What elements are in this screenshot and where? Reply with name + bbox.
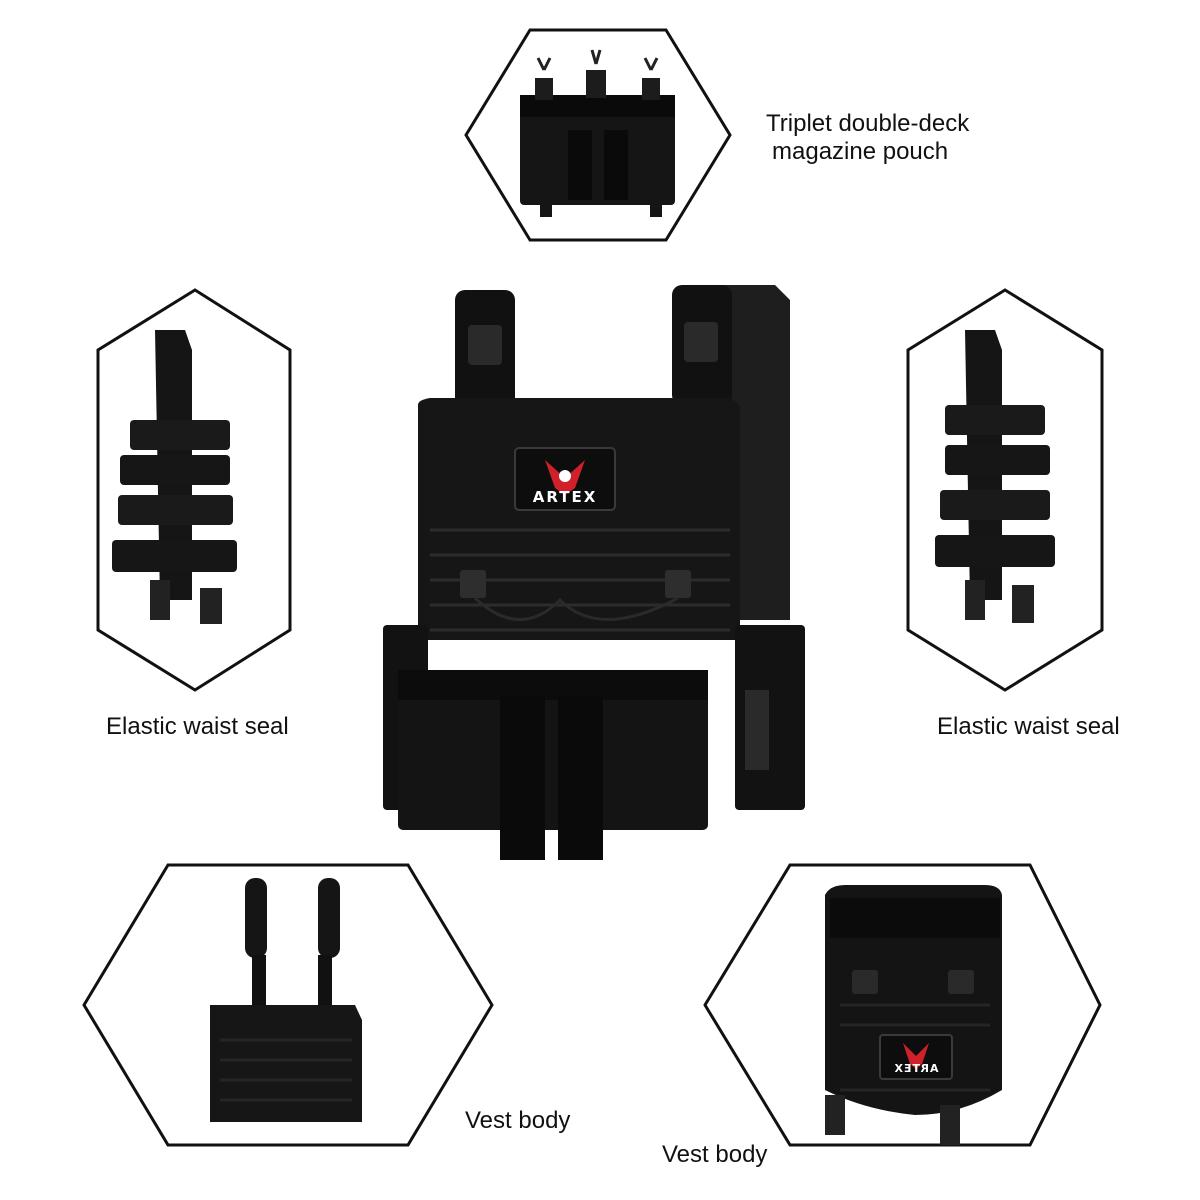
artex-logo-patch bbox=[514, 447, 616, 511]
label-vest-front: Vest body bbox=[465, 1107, 571, 1134]
brand-text-mirrored: ARTEX bbox=[893, 1062, 939, 1075]
label-vest-back: Vest body bbox=[662, 1141, 768, 1168]
label-mag-pouch-line-2: magazine pouch bbox=[772, 138, 949, 165]
hexagon-frame-mag-pouch bbox=[464, 28, 732, 242]
vest-body-front-image bbox=[210, 878, 362, 1122]
plate-carrier-main-image bbox=[383, 285, 805, 860]
waist-seal-right-image bbox=[935, 330, 1055, 623]
waist-seal-left-image bbox=[112, 330, 237, 624]
label-mag-pouch-line-1: Triplet double-deck bbox=[766, 110, 970, 137]
label-mag-pouch: Triplet double-deck magazine pouch bbox=[766, 110, 969, 166]
label-waist-left: Elastic waist seal bbox=[106, 713, 289, 740]
label-waist-right: Elastic waist seal bbox=[937, 713, 1120, 740]
artex-logo-patch-mirrored bbox=[879, 1034, 953, 1080]
brand-text-main: ARTEX bbox=[532, 488, 598, 506]
vest-body-back-image bbox=[825, 885, 1002, 1145]
hexagon-frame-waist-right bbox=[906, 288, 1104, 692]
hexagon-frame-vest-front bbox=[82, 863, 494, 1147]
magazine-pouch-image bbox=[520, 49, 675, 217]
hexagon-frame-waist-left bbox=[96, 288, 292, 692]
hexagon-frame-vest-back bbox=[703, 863, 1102, 1147]
